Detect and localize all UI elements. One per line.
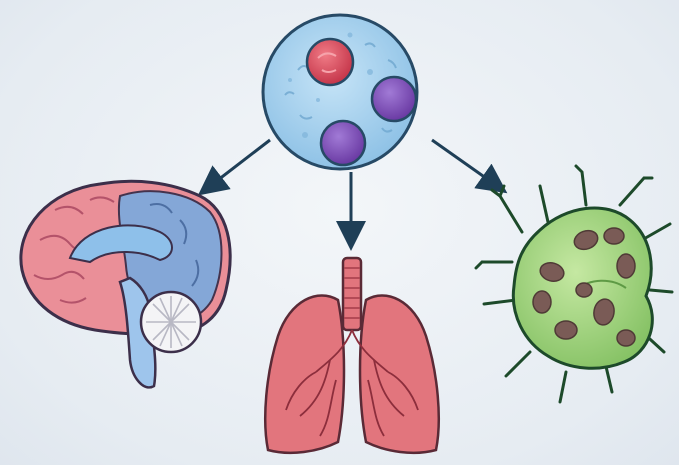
nucleus-red — [307, 39, 353, 85]
brain-icon — [21, 181, 230, 387]
lungs-icon — [265, 258, 439, 453]
arrow-to-brain — [205, 140, 270, 190]
arrow-to-spiky-cell — [432, 140, 500, 188]
nucleus-purple-right — [372, 77, 416, 121]
source-cell — [263, 15, 417, 169]
nucleus-purple-bottom — [321, 121, 365, 165]
spiky-cell-icon — [476, 166, 672, 402]
